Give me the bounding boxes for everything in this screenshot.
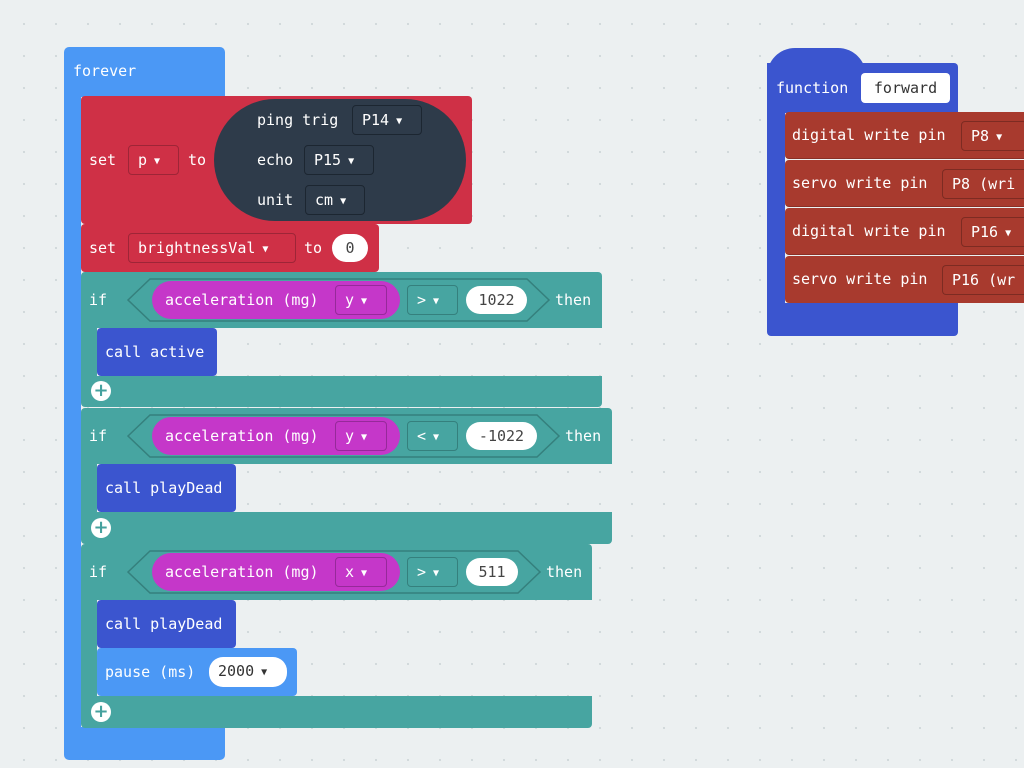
plus-circle-icon[interactable]: +: [91, 518, 111, 538]
call-playdead-label-2: call playDead: [105, 615, 223, 633]
ping-trig-label: ping trig: [257, 111, 339, 129]
boolean-socket-outline: [126, 278, 551, 322]
caret-down-icon: ▼: [1005, 228, 1012, 239]
plus-circle-icon[interactable]: +: [91, 702, 111, 722]
servo-pin-dropdown-p16-value: P16 (wr: [952, 271, 1016, 289]
servo-pin-dropdown-p16[interactable]: P16 (wr: [942, 265, 1024, 295]
call-playdead-block-2[interactable]: [97, 600, 236, 648]
caret-down-icon: ▼: [262, 244, 269, 255]
call-playdead-block-1[interactable]: [97, 464, 236, 512]
ping-unit-label: unit: [257, 191, 294, 209]
variable-dropdown-brightnessval[interactable]: brightnessVal ▼: [128, 233, 296, 263]
function-label: function: [776, 79, 849, 97]
caret-down-icon: ▼: [361, 296, 368, 307]
caret-down-icon: ▼: [361, 432, 368, 443]
forever-left-arm: [64, 90, 81, 740]
caret-down-icon: ▼: [433, 432, 440, 443]
function-name-value: forward: [873, 79, 938, 97]
call-active-block[interactable]: [97, 328, 217, 376]
call-playdead-label-1: call playDead: [105, 479, 223, 497]
axis-dropdown-2[interactable]: y▼: [335, 421, 387, 451]
forever-header[interactable]: [64, 47, 225, 97]
pin-dropdown-p16[interactable]: P16 ▼: [961, 217, 1024, 247]
if-1-label: if: [89, 291, 108, 309]
compare-value-input-1[interactable]: 1022: [466, 286, 527, 314]
echo-pin-dropdown[interactable]: P15 ▼: [304, 145, 374, 175]
caret-down-icon: ▼: [361, 568, 368, 579]
pin-dropdown-p8[interactable]: P8 ▼: [961, 121, 1024, 151]
if-2-label: if: [89, 427, 108, 445]
caret-down-icon: ▼: [433, 296, 440, 307]
caret-down-icon: ▼: [261, 667, 268, 678]
set-p-to-label: to: [188, 151, 207, 169]
caret-down-icon: ▼: [340, 196, 347, 207]
if-1-arm: [81, 326, 97, 378]
axis-dropdown-1[interactable]: y▼: [335, 285, 387, 315]
acceleration-label-1: acceleration (mg): [165, 291, 319, 309]
caret-down-icon: ▼: [154, 156, 161, 167]
compare-value-input-2[interactable]: -1022: [466, 422, 537, 450]
operator-dropdown-1-value: >: [417, 291, 427, 309]
operator-dropdown-1[interactable]: >▼: [407, 285, 458, 315]
operator-dropdown-3[interactable]: >▼: [407, 557, 458, 587]
variable-dropdown-p-value: p: [138, 151, 148, 169]
if-3-arm: [81, 598, 97, 698]
if-2-footer[interactable]: [81, 512, 612, 544]
if-3-label: if: [89, 563, 108, 581]
pause-label: pause (ms): [105, 663, 196, 681]
call-active-label: call active: [105, 343, 205, 361]
variable-dropdown-p[interactable]: p▼: [128, 145, 179, 175]
function-footer[interactable]: [767, 303, 958, 336]
function-name-field[interactable]: forward: [861, 73, 950, 103]
forever-label: forever: [73, 62, 137, 80]
unit-value: cm: [315, 191, 334, 209]
if-2-arm: [81, 462, 97, 514]
axis-dropdown-3[interactable]: x▼: [335, 557, 387, 587]
set-brightness-set-label: set: [89, 239, 117, 257]
acceleration-label-2: acceleration (mg): [165, 427, 319, 445]
set-brightness-to-label: to: [304, 239, 323, 257]
compare-value-input-3[interactable]: 511: [466, 558, 518, 586]
digital-write-label-1: digital write pin: [792, 126, 946, 144]
function-arm: [767, 110, 785, 306]
caret-down-icon: ▼: [433, 568, 440, 579]
operator-dropdown-3-value: >: [417, 563, 427, 581]
forever-footer[interactable]: [64, 727, 225, 760]
boolean-socket-outline: [126, 414, 561, 458]
if-1-footer[interactable]: [81, 376, 602, 407]
operator-dropdown-2[interactable]: <▼: [407, 421, 458, 451]
trig-pin-dropdown[interactable]: P14 ▼: [352, 105, 422, 135]
operator-dropdown-2-value: <: [417, 427, 427, 445]
acceleration-label-3: acceleration (mg): [165, 563, 319, 581]
ping-echo-label: echo: [257, 151, 294, 169]
plus-circle-icon[interactable]: +: [91, 381, 111, 401]
caret-down-icon: ▼: [396, 116, 403, 127]
pause-duration-dropdown[interactable]: 2000 ▼: [209, 657, 287, 687]
variable-dropdown-brightnessval-value: brightnessVal: [138, 239, 256, 257]
if-2-then-label: then: [565, 427, 602, 445]
servo-write-label-1: servo write pin: [792, 174, 928, 192]
caret-down-icon: ▼: [348, 156, 355, 167]
if-3-then-label: then: [546, 563, 583, 581]
if-1-then-label: then: [555, 291, 592, 309]
digital-write-label-2: digital write pin: [792, 222, 946, 240]
unit-dropdown[interactable]: cm ▼: [305, 185, 365, 215]
axis-dropdown-1-value: y: [345, 291, 355, 309]
servo-pin-dropdown-p8[interactable]: P8 (wri: [942, 169, 1024, 199]
servo-pin-dropdown-p8-value: P8 (wri: [952, 175, 1016, 193]
brightness-value-input[interactable]: 0: [332, 234, 368, 262]
pin-dropdown-p16-value: P16: [971, 223, 999, 241]
echo-pin-value: P15: [314, 151, 342, 169]
pin-dropdown-p8-value: P8: [971, 127, 990, 145]
if-3-footer[interactable]: [81, 696, 592, 728]
caret-down-icon: ▼: [996, 132, 1003, 143]
servo-write-label-2: servo write pin: [792, 270, 928, 288]
set-p-set-label: set: [89, 151, 117, 169]
boolean-socket-outline: [126, 550, 542, 594]
axis-dropdown-3-value: x: [345, 563, 355, 581]
pause-duration-value: 2000: [218, 662, 255, 680]
axis-dropdown-2-value: y: [345, 427, 355, 445]
trig-pin-value: P14: [362, 111, 390, 129]
